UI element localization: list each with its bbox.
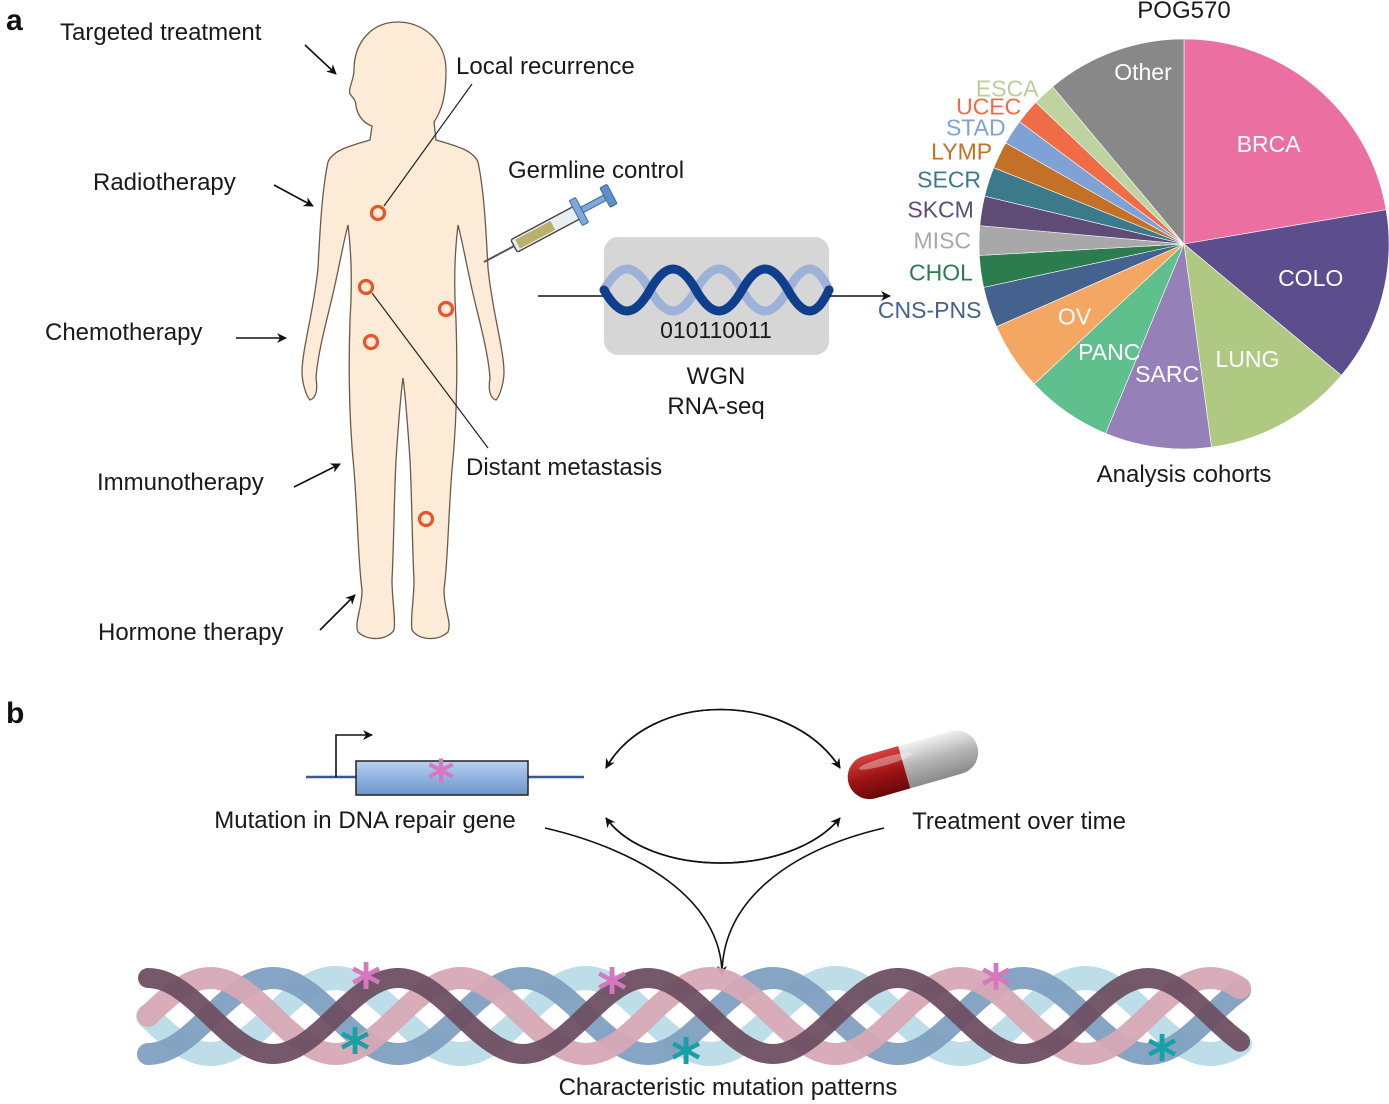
label-germline-control: Germline control	[508, 157, 684, 184]
pie-label-skcm: SKCM	[907, 196, 973, 222]
label-mutation-dna-repair: Mutation in DNA repair gene	[214, 807, 516, 834]
pie-label-colo: COLO	[1278, 265, 1343, 291]
tumor-circle-local	[369, 204, 387, 222]
pie-label-lung: LUNG	[1216, 346, 1280, 372]
teal-asterisk-icon: *	[671, 1026, 701, 1094]
pie-label-cns-pns: CNS-PNS	[878, 297, 982, 323]
dna-wave-icon	[599, 264, 834, 316]
magenta-asterisk-icon: *	[597, 956, 627, 1024]
pie-label-secr: SECR	[917, 166, 981, 192]
label-local-recurrence: Local recurrence	[456, 53, 635, 80]
tumor-circle	[437, 300, 455, 318]
pie-slice-colo	[1183, 209, 1389, 376]
pie-label-ov: OV	[1058, 303, 1092, 329]
pie-slice-brca	[1183, 38, 1387, 245]
gene-diagram	[306, 730, 584, 796]
teal-asterisk-icon: *	[340, 1016, 370, 1084]
dna-helix	[136, 965, 1252, 1067]
pie-caption: Analysis cohorts	[1097, 461, 1272, 488]
label-immunotherapy: Immunotherapy	[97, 469, 264, 496]
label-treatment-over-time: Treatment over time	[912, 808, 1126, 835]
tumor-circle	[362, 333, 380, 351]
pie-chart	[978, 38, 1389, 450]
label-radiotherapy: Radiotherapy	[93, 169, 236, 196]
pie-title: POG570	[1137, 0, 1230, 24]
label-characteristic-mutation-patterns: Characteristic mutation patterns	[559, 1074, 898, 1101]
pie-slice-sarc	[1105, 242, 1212, 450]
arrow-lower-to-gene	[605, 817, 841, 864]
arrow-targeted	[304, 44, 337, 75]
label-targeted-treatment: Targeted treatment	[60, 19, 262, 46]
panel-a-letter: a	[6, 4, 23, 37]
pie-slice-other	[1052, 38, 1185, 245]
label-chemotherapy: Chemotherapy	[45, 319, 202, 346]
arrow-immunotherapy	[293, 463, 341, 488]
local-recurrence-leader	[383, 83, 473, 207]
arrow-mutation-to-patterns	[544, 827, 727, 976]
promoter-arrow-icon	[335, 730, 373, 777]
magenta-asterisk-icon: *	[351, 951, 381, 1019]
arrow-hormone	[319, 594, 356, 631]
arrow-radiotherapy	[273, 184, 314, 207]
panel-b-letter: b	[6, 697, 24, 730]
pie-label-brca: BRCA	[1237, 131, 1302, 157]
magenta-asterisk-icon: *	[981, 952, 1011, 1020]
tumor-sites	[357, 204, 455, 528]
distant-metastasis-leader	[371, 292, 489, 449]
pie-label-lymp: LYMP	[931, 139, 992, 165]
label-hormone-therapy: Hormone therapy	[98, 619, 283, 646]
pie-label-ucec: UCEC	[956, 94, 1021, 120]
helix-mutations: * * * * * *	[340, 951, 1177, 1094]
pie-label-chol: CHOL	[909, 260, 973, 286]
binary-sequence: 010110011	[660, 317, 772, 343]
capsule-icon	[847, 730, 979, 800]
arrow-gene-to-treatment	[605, 708, 841, 769]
arrow-treatment-to-gene	[605, 708, 841, 769]
pie-label-stad: STAD	[946, 115, 1006, 141]
label-rna-seq: RNA-seq	[667, 393, 764, 420]
pie-slice-lung	[1183, 243, 1342, 448]
helix-strand	[138, 967, 1250, 1065]
teal-asterisk-icon: *	[1147, 1023, 1177, 1091]
tumor-circle	[417, 510, 435, 528]
label-wgn: WGN	[687, 363, 746, 390]
human-body-figure	[301, 21, 505, 640]
pie-label-other: Other	[1114, 59, 1172, 85]
tumor-circle	[357, 278, 375, 296]
pie-label-esca: ESCA	[976, 75, 1039, 101]
pie-label-sarc: SARC	[1135, 361, 1199, 387]
arrow-treatment-to-patterns	[721, 827, 885, 976]
mutation-asterisk-icon: *	[427, 750, 454, 810]
pie-label-panc: PANC	[1078, 339, 1140, 365]
pie-label-misc: MISC	[914, 227, 972, 253]
syringe-icon	[483, 184, 618, 263]
label-distant-metastasis: Distant metastasis	[466, 454, 662, 481]
